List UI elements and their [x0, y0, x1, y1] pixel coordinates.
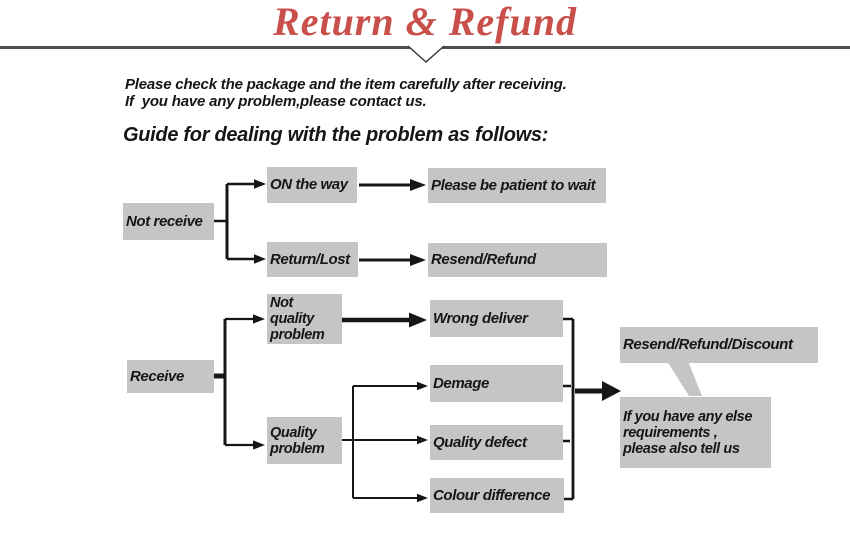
node-quality-problem: Quality problem — [267, 417, 342, 464]
node-colour-difference: Colour difference — [430, 478, 564, 513]
speech-bubble-tail — [667, 361, 702, 396]
node-resend-refund-discount: Resend/Refund/Discount — [620, 327, 818, 363]
node-not-quality-problem: Not quality problem — [267, 294, 342, 344]
arrow-not-quality-to-wrong-deliver — [341, 312, 427, 328]
node-resend-refund: Resend/Refund — [428, 243, 607, 277]
arrow-to-on-the-way-head — [254, 179, 266, 189]
arrow-head — [410, 179, 426, 191]
node-else-requirements: If you have any else requirements , plea… — [620, 397, 771, 468]
node-demage: Demage — [430, 365, 563, 402]
arrow-to-return-lost-head — [254, 254, 266, 264]
arrow-to-not-quality-head — [253, 314, 265, 324]
node-quality-defect: Quality defect — [430, 425, 563, 460]
arrow-on-the-way-to-wait — [359, 179, 426, 191]
chevron-down-notch-shape — [407, 45, 445, 64]
big-arrow-head — [602, 381, 621, 401]
intro-text: Please check the package and the item ca… — [125, 76, 567, 110]
connector-right-collector — [556, 317, 575, 501]
arrow-to-quality-defect-head — [417, 435, 428, 445]
arrow-to-demage-head — [417, 381, 428, 391]
arrow-return-lost-to-resend — [359, 254, 426, 266]
node-on-the-way: ON the way — [267, 167, 357, 203]
guide-heading: Guide for dealing with the problem as fo… — [123, 124, 549, 146]
page-title: Return & Refund — [273, 0, 577, 44]
chevron-down-notch-icon — [407, 45, 445, 64]
connector-receive-branch — [214, 314, 265, 450]
connector-quality-branch — [341, 381, 428, 503]
node-wrong-deliver: Wrong deliver — [430, 300, 563, 337]
node-not-receive: Not receive — [123, 203, 214, 240]
big-result-arrow — [575, 381, 621, 401]
arrow-head — [410, 254, 426, 266]
arrow-head — [409, 312, 427, 328]
connector-not-receive-branch — [213, 179, 266, 264]
node-receive: Receive — [127, 360, 214, 393]
arrow-to-colour-difference-head — [417, 493, 428, 503]
node-please-be-patient: Please be patient to wait — [428, 168, 606, 203]
arrow-to-quality-head — [253, 440, 265, 450]
node-return-lost: Return/Lost — [267, 242, 358, 277]
